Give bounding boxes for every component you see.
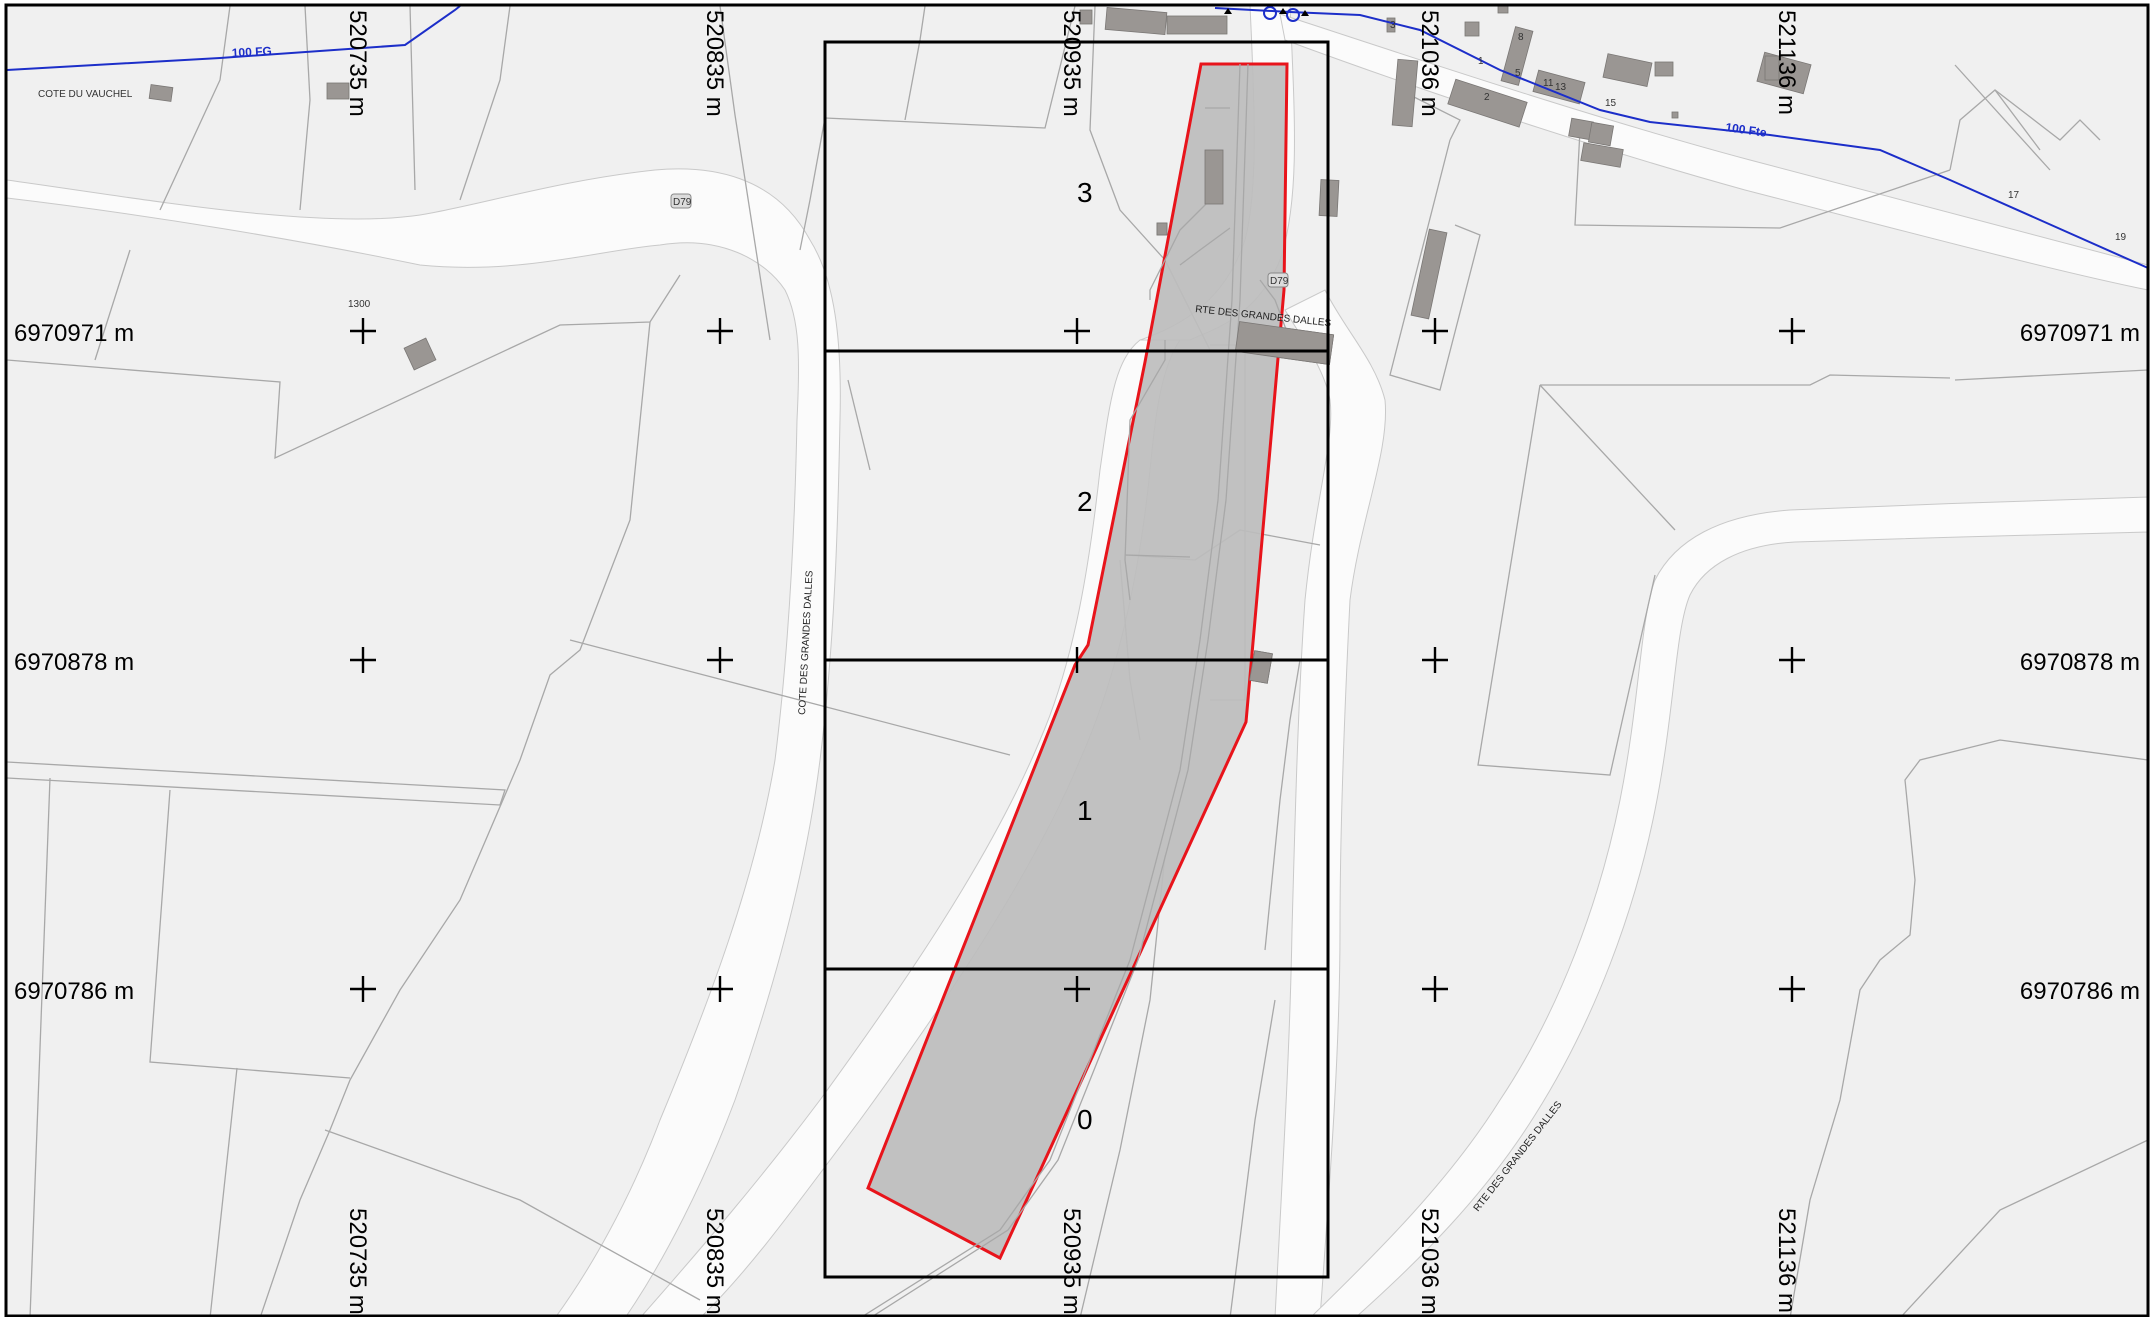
building [1654, 61, 1674, 77]
building [1166, 15, 1228, 35]
building [1386, 17, 1396, 33]
parcel-inner-lines [860, 63, 1335, 1317]
grid-cell-0: 0 [1077, 1104, 1093, 1135]
svg-text:8: 8 [1518, 32, 1524, 43]
place-label: COTE DU VAUCHEL [38, 89, 133, 100]
building [403, 337, 437, 371]
easting-label-bottom-5: 521136 m [1773, 1208, 1800, 1313]
svg-text:1: 1 [1478, 56, 1484, 67]
building [1532, 69, 1586, 105]
cross-icon [350, 318, 376, 344]
marker-icon [1224, 8, 1232, 14]
coordinate-crosses [350, 318, 1805, 1002]
grid-cell-1: 1 [1077, 795, 1093, 826]
building [1234, 321, 1335, 365]
building [148, 84, 174, 102]
road-rte-des-grandes-dalles [1274, 289, 1387, 1317]
cross-icon [1779, 318, 1805, 344]
grid-cell-3: 3 [1077, 177, 1093, 208]
cross-icon [707, 318, 733, 344]
d79-badge-1: D79 [673, 197, 692, 208]
northing-label-left-3: 6970786 m [14, 978, 134, 1005]
cross-icon [1779, 647, 1805, 673]
cross-icon [1064, 647, 1090, 673]
cross-icon [1064, 976, 1090, 1002]
building [1079, 9, 1093, 25]
cross-icon [1422, 318, 1448, 344]
svg-text:15: 15 [1605, 98, 1617, 109]
building [1204, 149, 1224, 205]
parcel-numbers: 1300 1 2 3 5 8 11 13 15 17 19 [348, 20, 2127, 310]
building [1447, 78, 1528, 128]
building [1156, 222, 1168, 236]
easting-label-bottom-4: 521036 m [1416, 1208, 1443, 1315]
cross-icon [1779, 976, 1805, 1002]
map-frame [4, 3, 2150, 1317]
easting-label-top-1: 520735 m [344, 10, 371, 117]
northing-label-left-1: 6970971 m [14, 320, 134, 347]
survey-markers [1224, 8, 1309, 16]
building [326, 82, 350, 100]
building [1410, 228, 1448, 320]
building [1464, 21, 1480, 37]
svg-text:2: 2 [1484, 92, 1490, 103]
building [1602, 53, 1653, 87]
svg-text:17: 17 [2008, 190, 2020, 201]
svg-text:3: 3 [1390, 20, 1396, 31]
building [1671, 111, 1679, 119]
marker-icon [1279, 8, 1287, 14]
cross-icon [1422, 647, 1448, 673]
cross-icon [1064, 318, 1090, 344]
building [1500, 26, 1534, 86]
parcel-lines [6, 5, 2149, 1317]
svg-text:1300: 1300 [348, 299, 371, 310]
road-cote-des-grandes-dalles [6, 168, 841, 1317]
fte-line [1214, 7, 2149, 269]
marker-icon [1301, 10, 1309, 16]
road-badges: D79 D79 [670, 193, 1289, 288]
northing-label-right-3: 6970786 m [2020, 978, 2140, 1005]
fg-line-label: 100 FG [231, 44, 272, 60]
cross-icon [1422, 976, 1448, 1002]
northing-label-right-1: 6970971 m [2020, 320, 2140, 347]
blue-boundary-lines [6, 5, 2149, 269]
cross-icon [350, 976, 376, 1002]
grid-cell-2: 2 [1077, 486, 1093, 517]
svg-text:13: 13 [1555, 82, 1567, 93]
building [1587, 121, 1615, 147]
northing-label-left-2: 6970878 m [14, 649, 134, 676]
easting-label-top-5: 521136 m [1773, 10, 1800, 115]
selected-parcel[interactable] [866, 62, 1289, 1261]
cross-icon [707, 647, 733, 673]
building [1764, 55, 1780, 81]
easting-label-top-4: 521036 m [1416, 10, 1443, 117]
fg-line [6, 5, 461, 71]
building [1104, 6, 1168, 36]
easting-label-bottom-1: 520735 m [344, 1208, 371, 1315]
fte-line-label: 100 Fte [1725, 120, 1768, 140]
svg-text:5: 5 [1515, 68, 1521, 79]
cross-icon [350, 647, 376, 673]
northing-label-right-2: 6970878 m [2020, 649, 2140, 676]
easting-label-top-3: 520935 m [1058, 10, 1085, 117]
building [1580, 142, 1624, 168]
svg-text:11: 11 [1543, 78, 1554, 89]
svg-text:19: 19 [2115, 232, 2127, 243]
easting-label-bottom-3: 520935 m [1058, 1208, 1085, 1315]
building [1391, 58, 1419, 128]
easting-label-top-2: 520835 m [701, 10, 728, 117]
cross-icon [707, 976, 733, 1002]
easting-label-bottom-2: 520835 m [701, 1208, 728, 1315]
grid-frame [823, 40, 1330, 1279]
d79-badge-2: D79 [1270, 276, 1289, 287]
